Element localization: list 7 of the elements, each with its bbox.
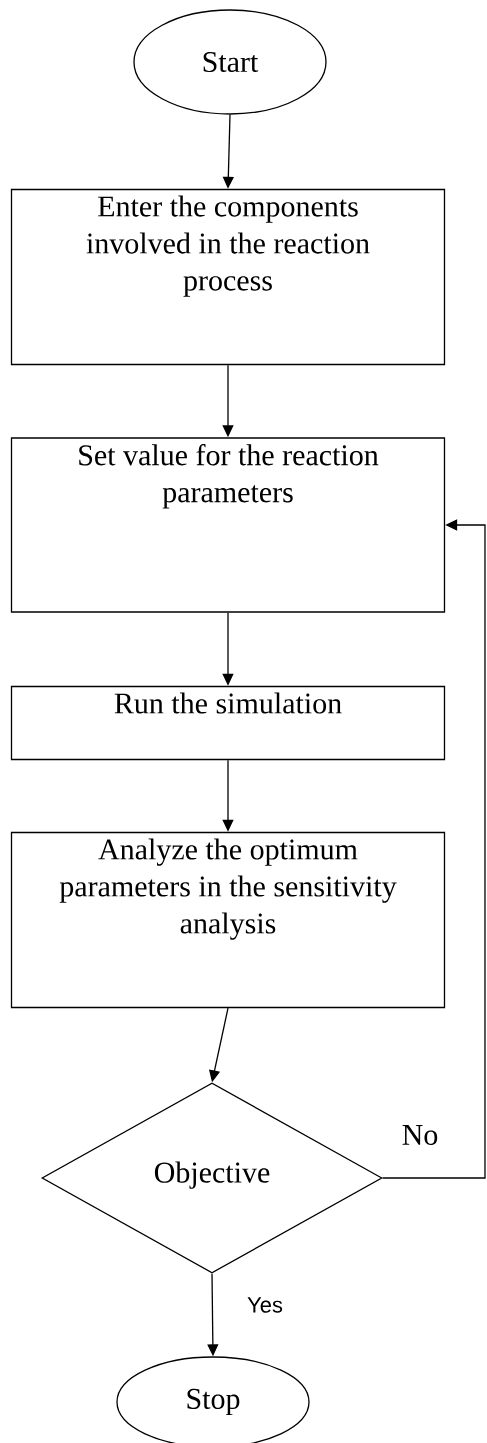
- edge-label: No: [400, 1124, 440, 1146]
- process-box: Enter the components involved in the reaction process: [10, 188, 446, 366]
- edge-label: Yes: [246, 1296, 284, 1314]
- arrow: [382, 519, 486, 1179]
- process-box: Analyze the optimum parameters in the sensitivity analysis: [10, 831, 446, 1009]
- process-box: Set value for the reaction parameters: [10, 437, 446, 613]
- process-box: Run the simulation: [10, 685, 446, 761]
